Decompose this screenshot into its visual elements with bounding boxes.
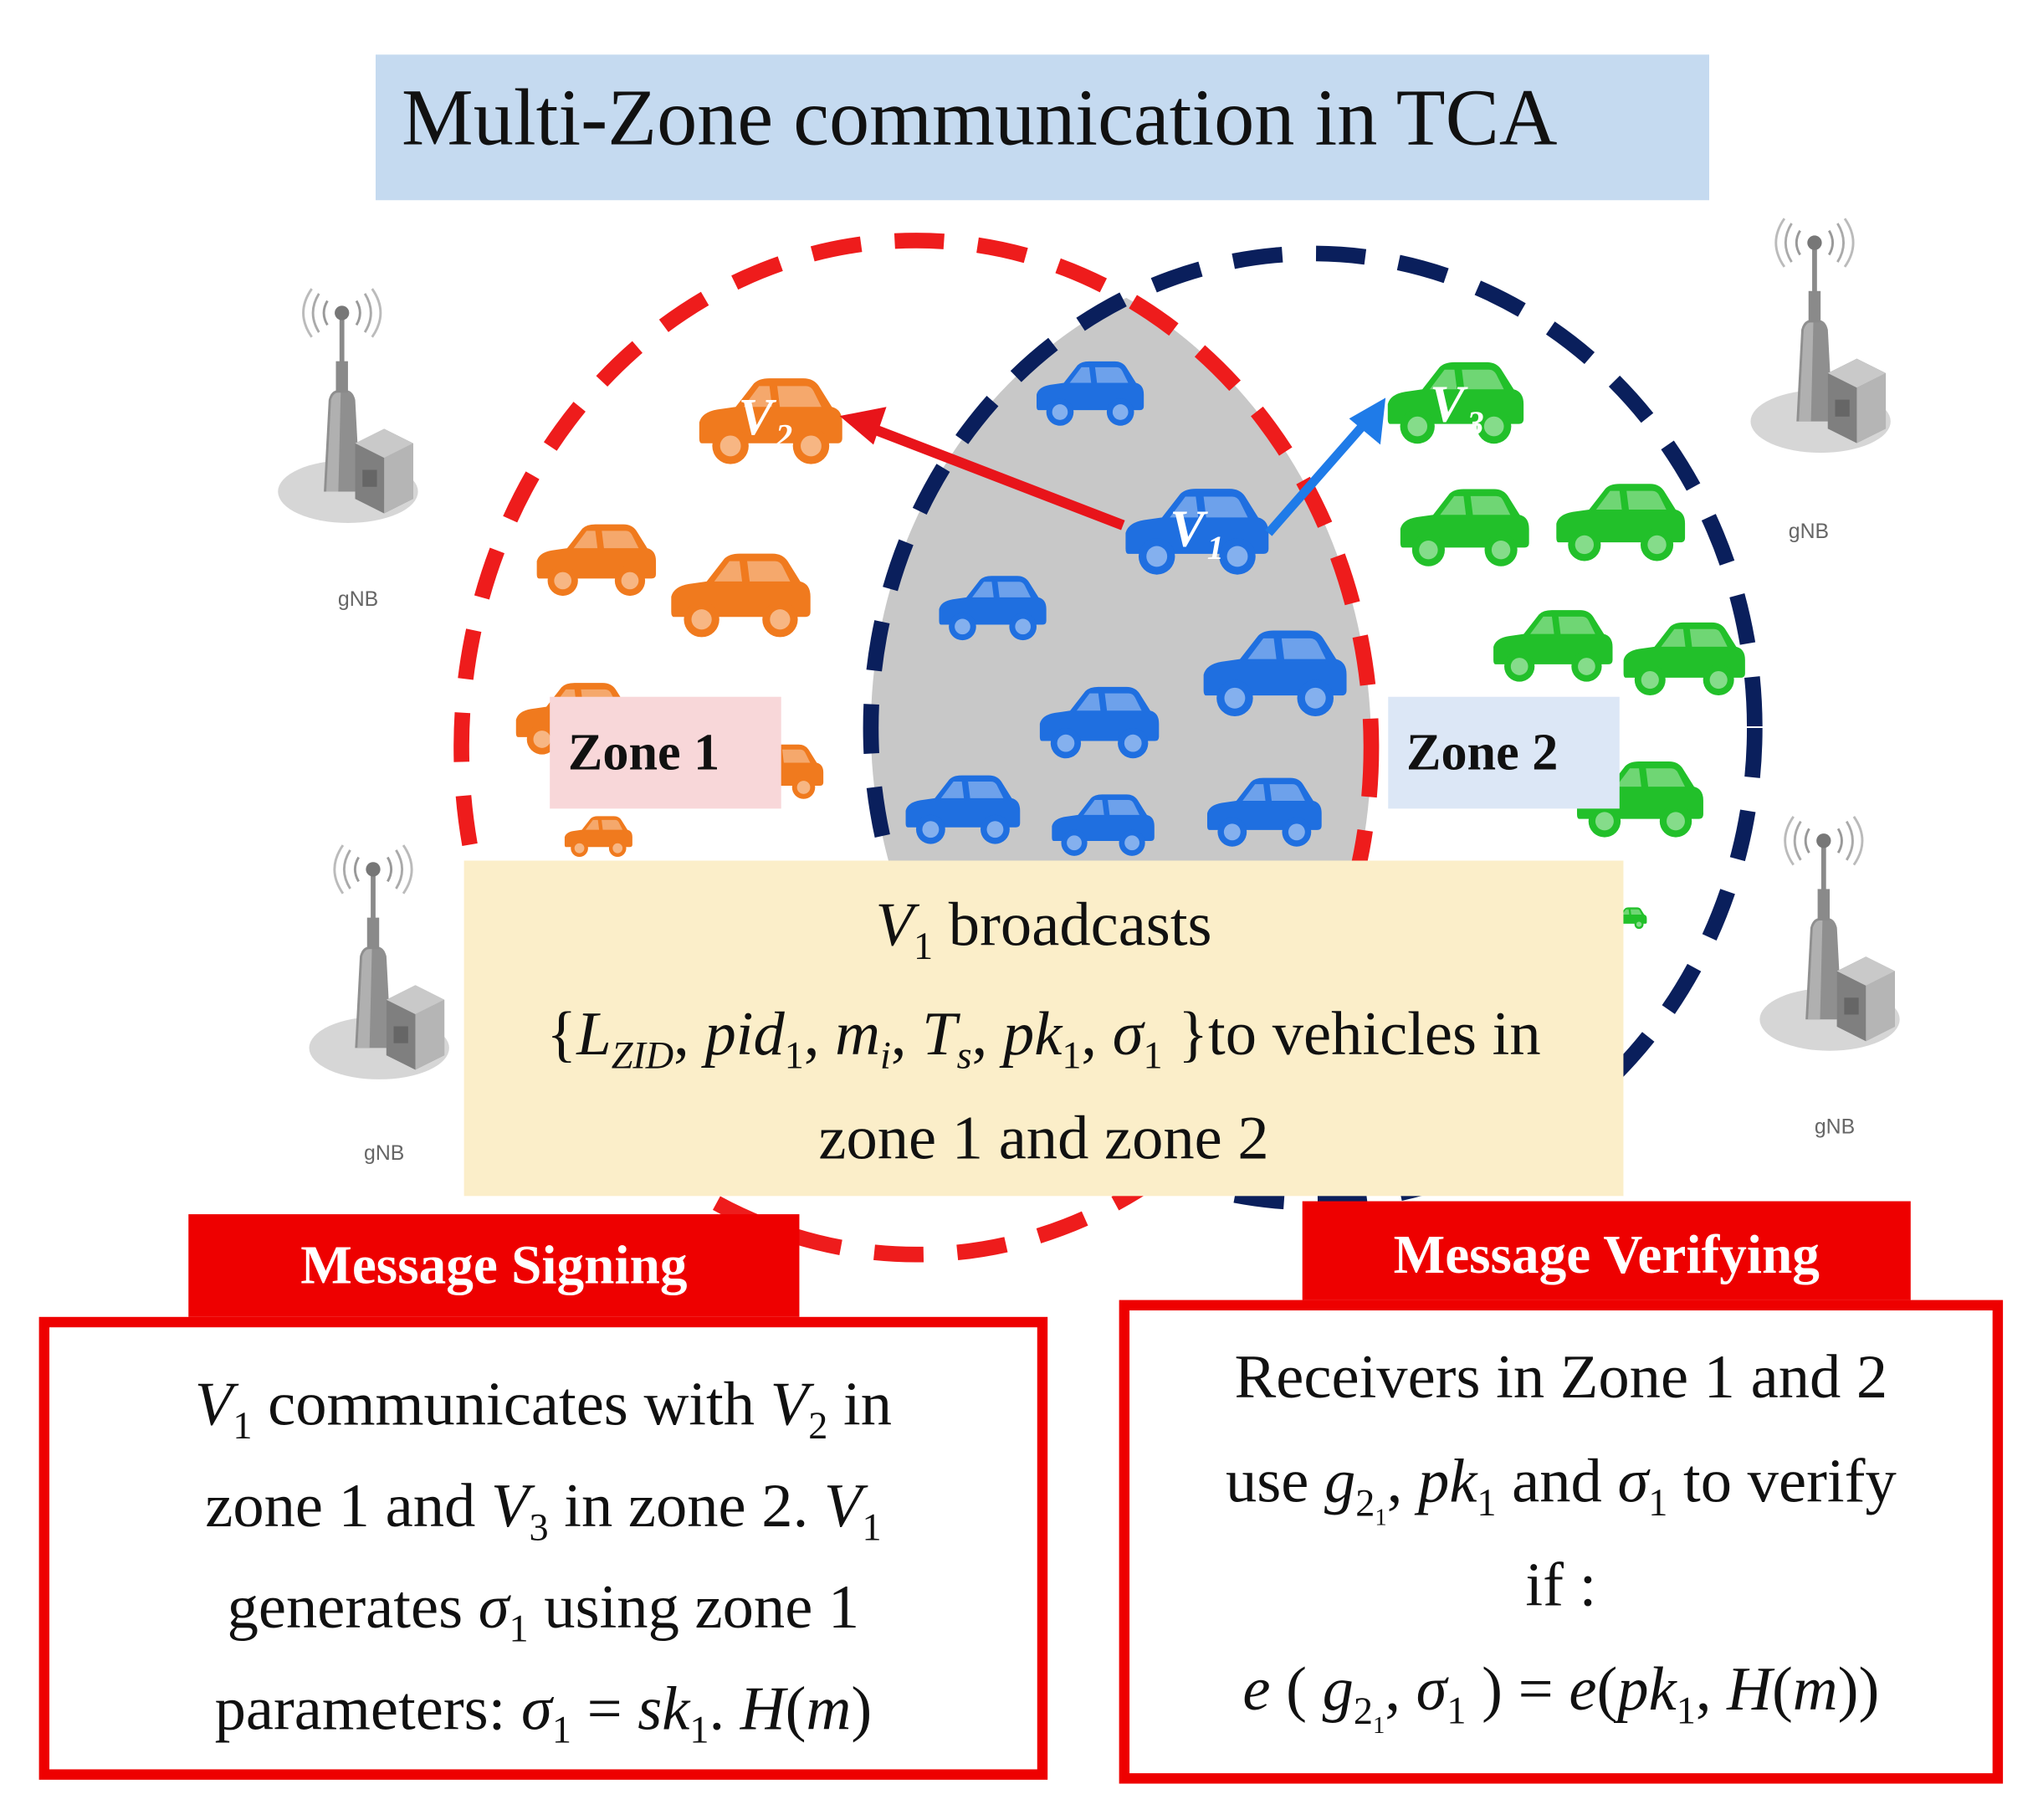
- gnb-label: gNB: [1789, 520, 1829, 543]
- car-icon: [1556, 484, 1686, 561]
- gnb-tower-icon-bottom-right: gNB: [1759, 817, 1899, 1139]
- svg-text:V3: V3: [1430, 376, 1484, 442]
- zone-2-label: Zone 2: [1388, 696, 1620, 809]
- message-signing-card: V1 communicates with V2 in zone 1 and V3…: [38, 1316, 1048, 1780]
- title-banner: Multi-Zone communication in TCA: [375, 54, 1709, 201]
- gnb-label: gNB: [338, 588, 378, 611]
- arrow-v1-to-v3: [1265, 397, 1386, 536]
- verifying-line-4: e ( g21, σ1 ) = e(pk1, H(m)): [1242, 1654, 1880, 1738]
- car-icon: [536, 524, 657, 597]
- signing-line-2: zone 1 and V3 in zone 2. V1: [205, 1471, 882, 1550]
- signing-line-3: generates σ1 using zone 1: [227, 1572, 860, 1651]
- car-icon: [1623, 622, 1745, 696]
- message-verifying-card: Receivers in Zone 1 and 2 use g21, pk1 a…: [1119, 1300, 2004, 1784]
- broadcast-line-3: zone 1 and zone 2: [818, 1104, 1269, 1173]
- zone-2-boundary: [863, 245, 1763, 1211]
- car-icon: [671, 553, 811, 638]
- signing-line-4: parameters: σ1 = sk1. H(m): [214, 1674, 873, 1752]
- gnb-label: gNB: [1815, 1116, 1855, 1139]
- verifying-line-1: Receivers in Zone 1 and 2: [1234, 1342, 1888, 1412]
- car-icon: [1493, 610, 1613, 682]
- broadcast-line-2: {LZID, pid1, mi, Ts, pk1, σ1 }to vehicle…: [546, 999, 1541, 1078]
- gnb-label: gNB: [364, 1142, 404, 1165]
- zone-1-boundary: [453, 233, 1380, 1263]
- gnb-tower-icon-top-right: gNB: [1750, 218, 1890, 543]
- car-icon: [1400, 489, 1529, 567]
- verifying-line-3: if :: [1525, 1551, 1597, 1620]
- car-icon: [564, 816, 632, 857]
- signing-line-1: V1 communicates with V2 in: [194, 1370, 893, 1448]
- broadcast-callout: V1 broadcasts {LZID, pid1, mi, Ts, pk1, …: [463, 860, 1624, 1197]
- arrow-v1-to-v2: [839, 407, 1125, 531]
- gnb-tower-icon-bottom-left: gNB: [310, 845, 449, 1165]
- page-title: Multi-Zone communication in TCA: [402, 74, 1558, 163]
- message-signing-tab: Message Signing: [188, 1214, 800, 1319]
- svg-text:V2: V2: [738, 389, 792, 455]
- verifying-line-2: use g21, pk1 and σ1 to verify: [1225, 1447, 1897, 1530]
- broadcast-line-1: V1 broadcasts: [875, 890, 1212, 968]
- message-verifying-tab: Message Verifying: [1302, 1201, 1911, 1311]
- zone-1-label: Zone 1: [550, 696, 781, 809]
- gnb-tower-icon-top-left: gNB: [278, 289, 417, 611]
- svg-text:V1: V1: [1170, 501, 1224, 567]
